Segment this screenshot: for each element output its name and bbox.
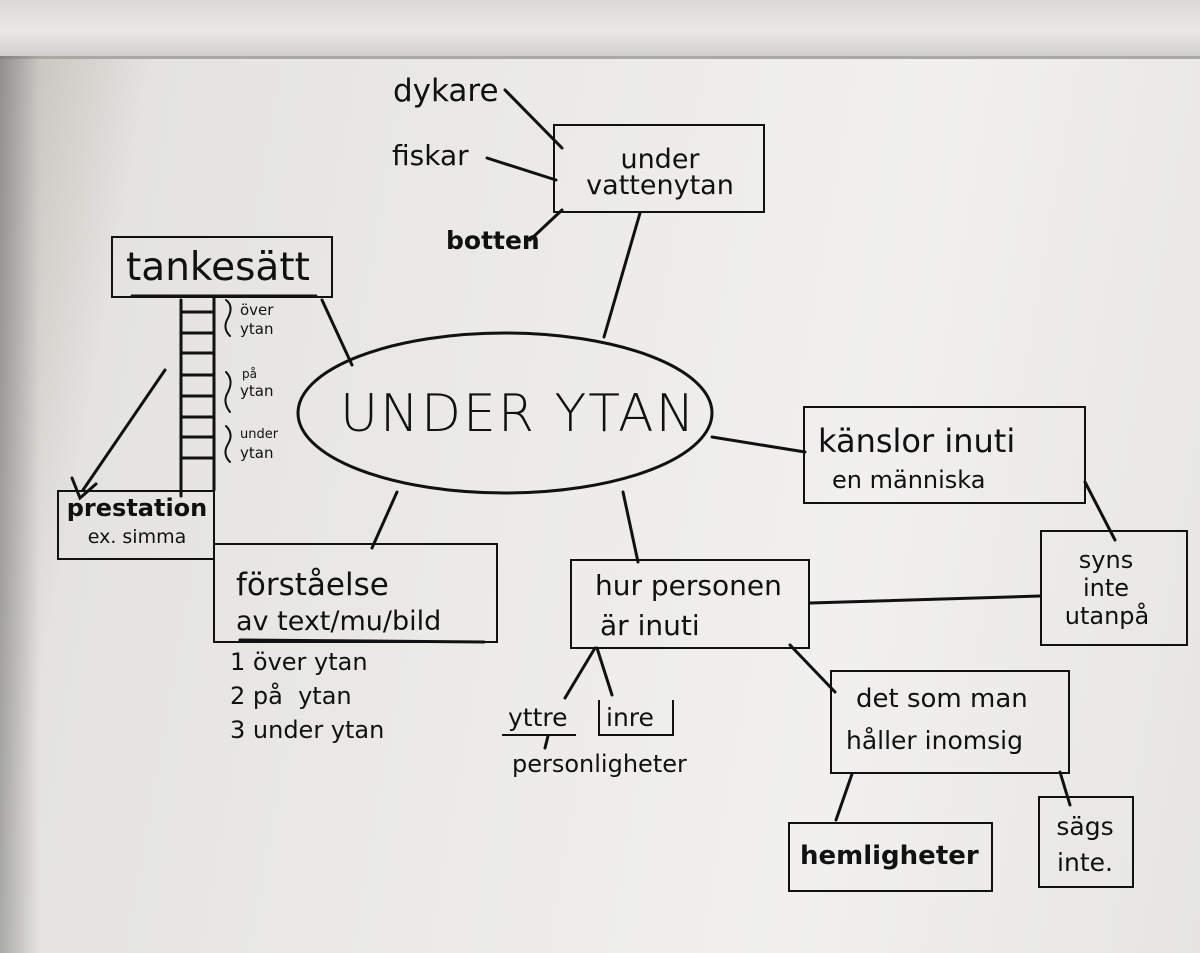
line-center-hur-personen bbox=[621, 490, 640, 564]
line-center-forstaelse bbox=[370, 490, 399, 550]
list-item-2: 2 på ytan bbox=[230, 682, 352, 710]
box-syns-inte bbox=[1040, 530, 1188, 646]
center-title: UNDER YTAN bbox=[340, 384, 697, 444]
label-pa-ytan-2: ytan bbox=[240, 382, 274, 400]
label-prestation: prestation bbox=[66, 494, 208, 522]
box-sags-inte bbox=[1038, 796, 1134, 888]
label-det-som: det som man bbox=[856, 684, 1028, 714]
box-yttre bbox=[502, 700, 576, 736]
ladder-braces bbox=[224, 299, 232, 463]
list-item-1: 1 över ytan bbox=[230, 648, 368, 676]
box-inre bbox=[598, 700, 674, 736]
label-under: under bbox=[620, 144, 700, 175]
box-under-vattenytan bbox=[553, 124, 765, 213]
label-inre: inre bbox=[606, 703, 654, 732]
label-hur-personen: hur personen bbox=[595, 569, 782, 602]
label-botten: botten bbox=[446, 226, 540, 255]
box-hemligheter bbox=[788, 822, 993, 892]
label-av-text: av text/mu/bild bbox=[236, 606, 442, 637]
box-forstaelse bbox=[213, 543, 498, 643]
line-fiskar bbox=[485, 156, 558, 182]
label-hemligheter: hemligheter bbox=[800, 841, 979, 871]
board-shadow bbox=[0, 56, 40, 953]
label-inte-dot: inte. bbox=[1057, 848, 1113, 877]
label-forstaelse: förståelse bbox=[236, 567, 389, 603]
line-dykare bbox=[503, 88, 564, 150]
label-kanslor: känslor inuti bbox=[818, 422, 1016, 460]
label-dykare: dykare bbox=[393, 73, 499, 109]
line-hur-inre bbox=[595, 646, 614, 697]
label-under-ytan-2: ytan bbox=[240, 444, 274, 462]
label-over-ytan-2: ytan bbox=[240, 320, 274, 338]
label-yttre: yttre bbox=[508, 703, 568, 732]
line-center-tankesatt bbox=[320, 298, 354, 367]
label-ar-inuti: är inuti bbox=[600, 609, 700, 642]
arrow-line bbox=[81, 368, 167, 492]
label-over-ytan-1: över bbox=[240, 301, 274, 319]
box-kanslor bbox=[803, 406, 1086, 504]
marker-tray bbox=[0, 0, 1200, 59]
label-haller-inomsig: håller inomsig bbox=[846, 726, 1023, 755]
label-ex-simma: ex. simma bbox=[87, 526, 187, 548]
label-syns: syns bbox=[1078, 546, 1134, 574]
box-prestation bbox=[57, 490, 215, 560]
line-det-sags bbox=[1058, 770, 1072, 807]
label-personligheter: personligheter bbox=[512, 750, 687, 778]
label-pa-ytan-1: på bbox=[242, 367, 257, 381]
ladder bbox=[179, 294, 216, 498]
line-center-under-vattenytan bbox=[602, 211, 642, 339]
label-utanpa: utanpå bbox=[1064, 602, 1150, 630]
line-botten bbox=[528, 208, 564, 242]
label-vattenytan: vattenytan bbox=[586, 170, 734, 201]
line-hur-det-som bbox=[788, 643, 837, 694]
label-under-ytan-1: under bbox=[240, 427, 279, 442]
line-det-hemligheter bbox=[834, 772, 854, 822]
box-hur-personen bbox=[570, 559, 810, 649]
box-det-som bbox=[830, 670, 1070, 774]
list-item-3: 3 under ytan bbox=[230, 716, 385, 744]
label-sags: sägs bbox=[1056, 812, 1114, 841]
label-en-manniska: en människa bbox=[832, 466, 986, 494]
line-center-kanslor bbox=[710, 435, 807, 454]
line-hur-yttre bbox=[563, 646, 597, 700]
label-tankesatt: tankesätt bbox=[126, 245, 310, 290]
label-fiskar: fiskar bbox=[392, 139, 469, 172]
arrow-head bbox=[70, 476, 98, 501]
label-inte: inte bbox=[1082, 574, 1130, 602]
box-tankesatt bbox=[111, 236, 333, 298]
line-hur-syns bbox=[808, 594, 1042, 605]
center-ellipse bbox=[296, 331, 714, 495]
